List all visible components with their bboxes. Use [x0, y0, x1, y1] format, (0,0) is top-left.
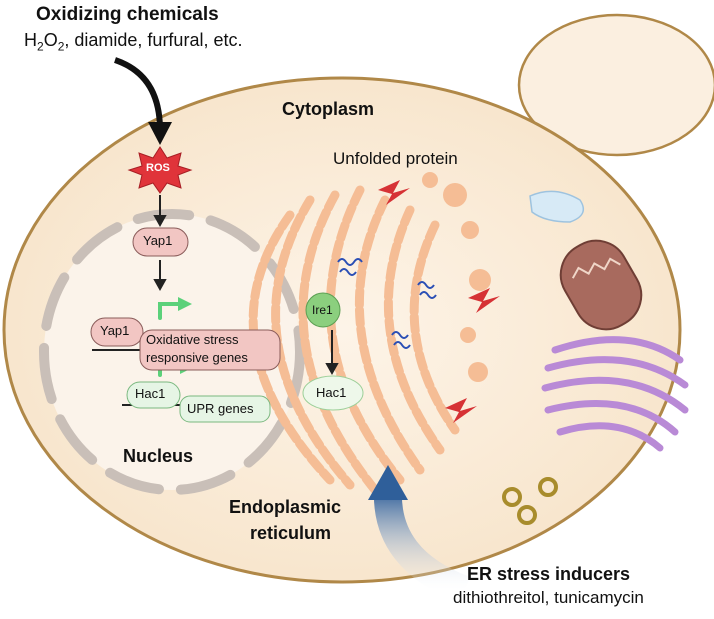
upr-genes-box	[179, 395, 271, 423]
oxidizing-arrow	[113, 57, 163, 131]
er-label-line1: Endoplasmic	[229, 497, 342, 517]
ire1-label: Ire1	[312, 303, 333, 317]
unfolded-protein-icons	[337, 258, 437, 349]
oxidizing-title: Oxidizing chemicals	[36, 4, 219, 25]
ring-vesicles	[502, 477, 558, 525]
er-vesicles	[422, 172, 491, 382]
er-stress-subtitle: dithiothreitol, tunicamycin	[453, 588, 644, 607]
oxidizing-subtitle: H2O2, diamide, furfural, etc.	[24, 30, 242, 54]
er-label-line2: reticulum	[250, 523, 332, 543]
vacuole-icon	[529, 190, 585, 223]
h-subscript: 2	[37, 39, 44, 54]
yap1-gene-pill	[90, 317, 144, 347]
oxidative-genes-box	[139, 329, 281, 371]
hac1-cyto-pill	[302, 375, 364, 411]
er-stress-title: ER stress inducers	[467, 564, 631, 584]
er-stress-arrow	[373, 489, 471, 604]
hac1-cyto-label: Hac1	[316, 385, 347, 400]
pathway-arrows	[153, 195, 339, 376]
hac1-gene-label: Hac1	[135, 386, 166, 401]
yap1-cyto-label: Yap1	[143, 233, 173, 248]
hac1-gene-pill	[126, 381, 181, 409]
oxidizing-list: , diamide, furfural, etc.	[64, 30, 243, 50]
oxidative-genes-line1: Oxidative stress	[146, 332, 239, 347]
yap1-cyto-pill	[132, 227, 189, 257]
o-symbol: O	[43, 30, 58, 50]
upr-genes-label: UPR genes	[187, 401, 254, 416]
oxidative-genes-line2: responsive genes	[146, 350, 248, 365]
h-symbol: H	[24, 30, 37, 50]
vesicle-top-right	[517, 13, 714, 157]
stress-bolt-icons	[378, 180, 500, 423]
golgi-icon	[541, 336, 689, 452]
nucleus-label: Nucleus	[123, 446, 194, 466]
o-subscript: 2	[57, 39, 65, 54]
ros-burst-icon	[127, 146, 193, 194]
cytoplasm-label: Cytoplasm	[282, 99, 375, 119]
ros-label: ROS	[146, 162, 170, 174]
unfolded-protein-label: Unfolded protein	[333, 149, 458, 168]
yap1-gene-label: Yap1	[100, 323, 130, 338]
mitochondrion-icon	[559, 239, 643, 331]
ire1-circle	[305, 292, 341, 328]
